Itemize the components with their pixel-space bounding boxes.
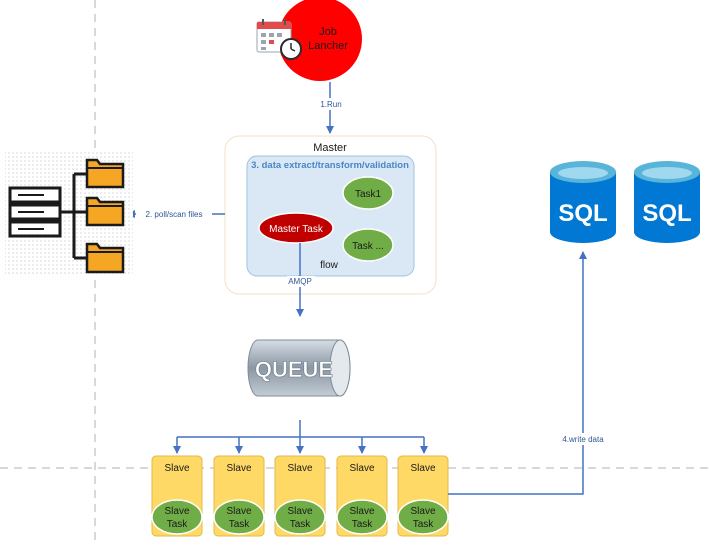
queue-node[interactable]: QUEUE — [247, 339, 351, 397]
folder-icon — [85, 158, 125, 189]
slave-task-label-line1: Slave — [287, 506, 312, 517]
slave-task-label-line1: Slave — [349, 506, 374, 517]
slave-title: Slave — [164, 463, 189, 474]
slave-node[interactable]: Slave Slave Task — [397, 455, 449, 537]
amqp-edge-label: AMQP — [288, 277, 312, 286]
flow-title: 3. data extract/transform/validation — [251, 160, 409, 171]
job-launcher-node[interactable]: Job Lancher — [278, 0, 362, 81]
sql-database-icon[interactable]: SQL — [634, 161, 700, 243]
folder-icon — [85, 196, 125, 227]
slave-task-label-line2: Task — [413, 519, 435, 530]
slave-node[interactable]: Slave Slave Task — [151, 455, 203, 537]
sql-label: SQL — [642, 200, 691, 227]
queue-label: QUEUE — [255, 357, 333, 382]
sql-database-icon[interactable]: SQL — [550, 161, 616, 243]
slave-task-node[interactable] — [151, 499, 203, 535]
slave-task-label-line2: Task — [229, 519, 251, 530]
slave-title: Slave — [226, 463, 251, 474]
task1-node[interactable]: Task1 — [342, 176, 394, 210]
flow-label: flow — [320, 260, 339, 271]
slave-title: Slave — [410, 463, 435, 474]
slave-task-node[interactable] — [336, 499, 388, 535]
slave-task-label-line1: Slave — [226, 506, 251, 517]
sql-label: SQL — [558, 200, 607, 227]
run-edge-label: 1.Run — [320, 100, 341, 109]
job-launcher-label-line2: Lancher — [308, 40, 348, 52]
task-more-node[interactable]: Task ... — [342, 228, 394, 262]
slave-title: Slave — [287, 463, 312, 474]
slave-title: Slave — [349, 463, 374, 474]
slave-task-label-line2: Task — [167, 519, 189, 530]
poll-edge-label: 2. poll/scan files — [146, 210, 203, 219]
slave-node[interactable]: Slave Slave Task — [274, 455, 326, 537]
queue-to-slaves-connector — [173, 420, 428, 454]
master-task-label: Master Task — [269, 224, 324, 235]
slave-node[interactable]: Slave Slave Task — [213, 455, 265, 537]
task-more-label: Task ... — [352, 241, 384, 252]
slave-task-label-line1: Slave — [410, 506, 435, 517]
slave-task-label-line1: Slave — [164, 506, 189, 517]
slave-task-label-line2: Task — [290, 519, 312, 530]
folder-icon — [85, 242, 125, 274]
slave-task-node[interactable] — [213, 499, 265, 535]
write-data-connector — [448, 251, 587, 495]
slave-task-node[interactable] — [397, 499, 449, 535]
calendar-clock-icon — [256, 19, 302, 60]
master-task-node[interactable]: Master Task — [258, 212, 334, 244]
job-launcher-label-line1: Job — [319, 26, 337, 38]
slave-task-label-line2: Task — [352, 519, 374, 530]
master-title: Master — [313, 142, 347, 154]
slave-node[interactable]: Slave Slave Task — [336, 455, 388, 537]
task1-label: Task1 — [355, 189, 382, 200]
write-edge-label: 4.write data — [562, 435, 604, 444]
slave-task-node[interactable] — [274, 499, 326, 535]
